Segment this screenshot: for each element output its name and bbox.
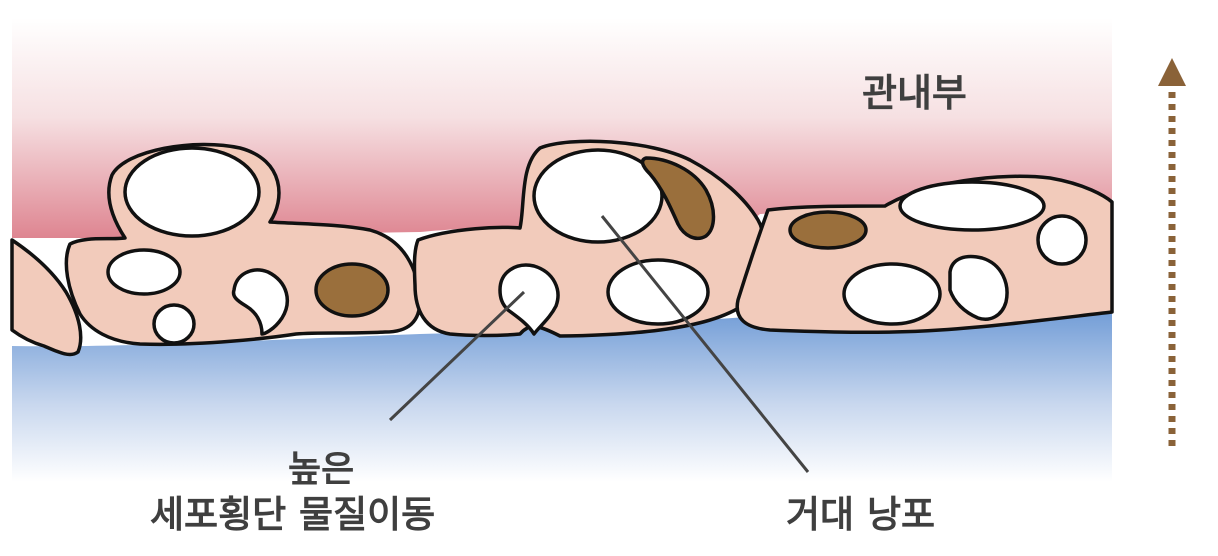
leader-line-transport [388, 290, 526, 422]
giant-vacuole [532, 148, 664, 244]
organelle-c2 [314, 262, 390, 318]
dotted-up-arrow-icon [1158, 58, 1186, 446]
basal-region [12, 308, 1112, 482]
organelle-c4 [788, 210, 868, 250]
lumen-label: 관내부 [862, 71, 967, 115]
organelle-c3 [640, 156, 716, 241]
vacuole-c4-bottom-right [948, 254, 1009, 321]
high-transport-label-line-2: 세포횡단 물질이동 [150, 493, 436, 536]
vacuole-c4-bottom-left [842, 262, 942, 326]
leader-line-giant-vacuole [600, 215, 810, 473]
vacuole-c3-lower [606, 258, 710, 326]
lumen-region [12, 18, 1112, 238]
vacuole-c2-small-left [106, 248, 182, 296]
endothelial-cell-1 [10, 238, 83, 357]
giant-vacuole-label: 거대 낭포 [786, 493, 936, 536]
vacuole-c4-top [898, 180, 1046, 232]
vacuole-c4-right [1036, 214, 1088, 266]
high-transport-label-line-1: 높은 [288, 449, 355, 490]
vacuole-c2-bottom [152, 303, 196, 345]
vacuole-c2-open [231, 268, 289, 336]
vacuole-c2-large [123, 146, 261, 238]
